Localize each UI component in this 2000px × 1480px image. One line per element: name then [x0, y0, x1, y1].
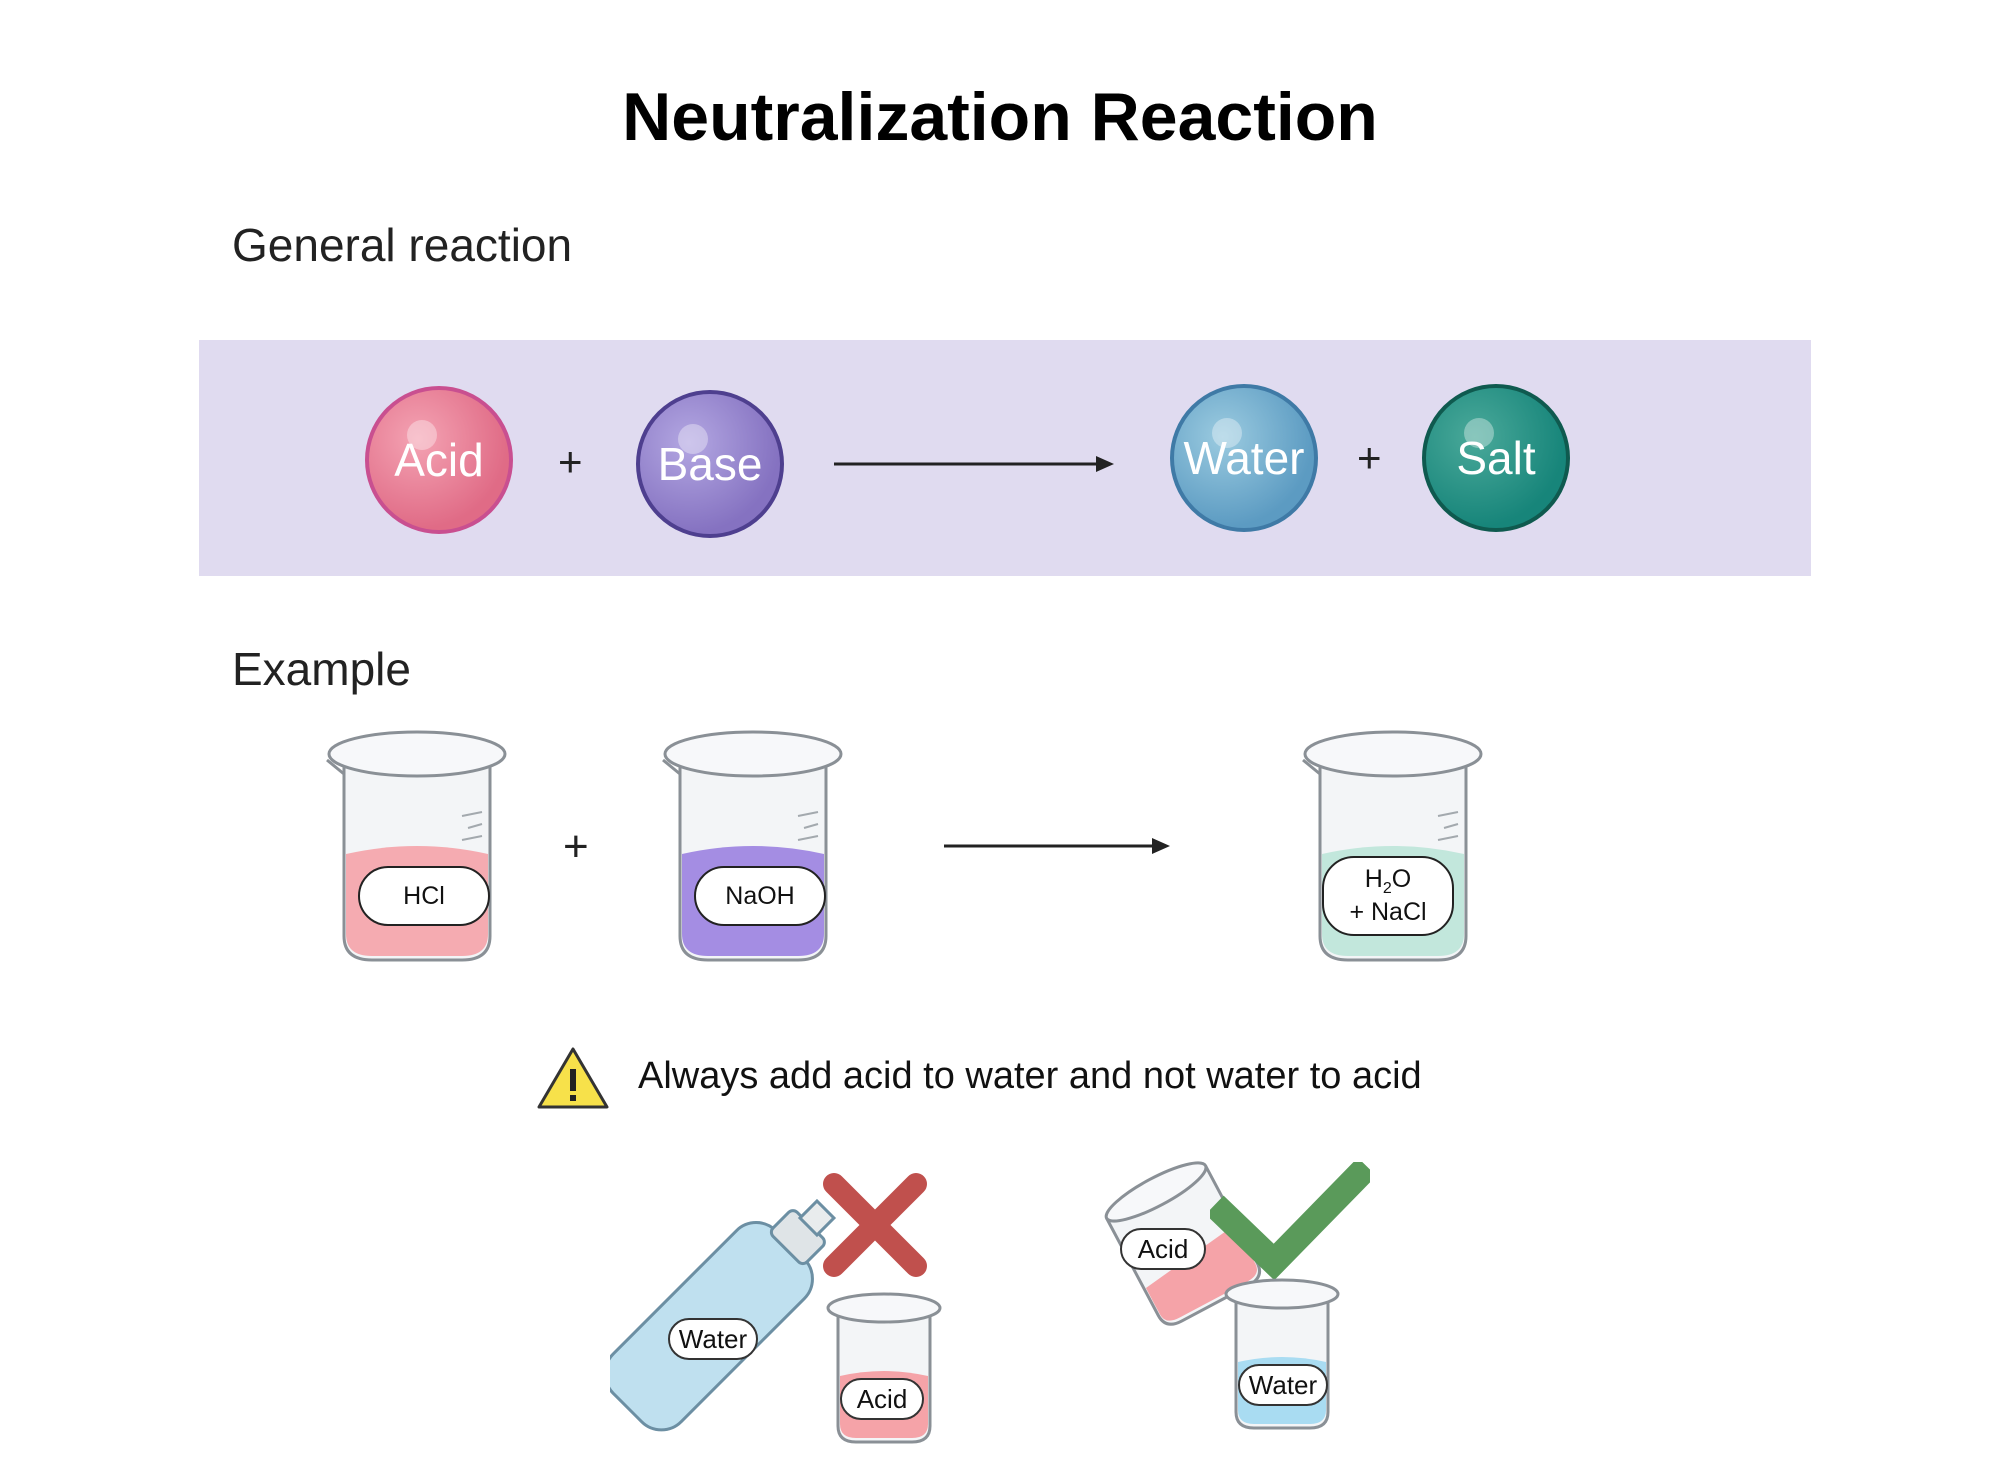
- water-bottle: [610, 1198, 837, 1432]
- acid-beaker-wrong: [826, 1292, 942, 1444]
- right-beaker-label: Water: [1238, 1364, 1328, 1406]
- water-label: Water: [1183, 432, 1305, 484]
- plus-sign-1: +: [558, 438, 583, 485]
- plus-sign-2: +: [1357, 434, 1382, 481]
- naoh-label: NaOH: [694, 866, 826, 926]
- acid-label: Acid: [394, 434, 484, 486]
- hcl-label: HCl: [358, 866, 490, 926]
- water-beaker-right: [1224, 1278, 1340, 1430]
- h2o-formula: H2O: [1364, 864, 1412, 897]
- right-pour-label: Acid: [1120, 1228, 1206, 1270]
- h2o-nacl-label: H2O + NaCl: [1322, 856, 1454, 936]
- general-reaction-label: General reaction: [232, 219, 573, 271]
- salt-sphere: Salt: [1422, 384, 1570, 532]
- example-plus-sign: +: [563, 822, 589, 871]
- naoh-beaker: [662, 730, 843, 962]
- red-x-icon: [823, 1173, 927, 1277]
- water-sphere: Water: [1170, 384, 1318, 532]
- example-arrow: [944, 838, 1170, 854]
- reaction-arrow: [834, 456, 1114, 472]
- acid-sphere: Acid: [365, 386, 513, 534]
- warning-text: Always add acid to water and not water t…: [638, 1055, 1422, 1097]
- green-check-icon: [1210, 1162, 1370, 1281]
- base-label: Base: [657, 438, 763, 490]
- page-title: Neutralization Reaction: [622, 79, 1378, 155]
- wrong-beaker-label: Acid: [840, 1378, 924, 1420]
- salt-label: Salt: [1456, 432, 1536, 484]
- example-label: Example: [232, 643, 411, 695]
- wrong-bottle-label: Water: [668, 1318, 758, 1360]
- warning-triangle-icon: [537, 1047, 609, 1109]
- hcl-beaker: [326, 730, 507, 962]
- base-sphere: Base: [636, 390, 784, 538]
- nacl-formula: + NaCl: [1349, 898, 1427, 927]
